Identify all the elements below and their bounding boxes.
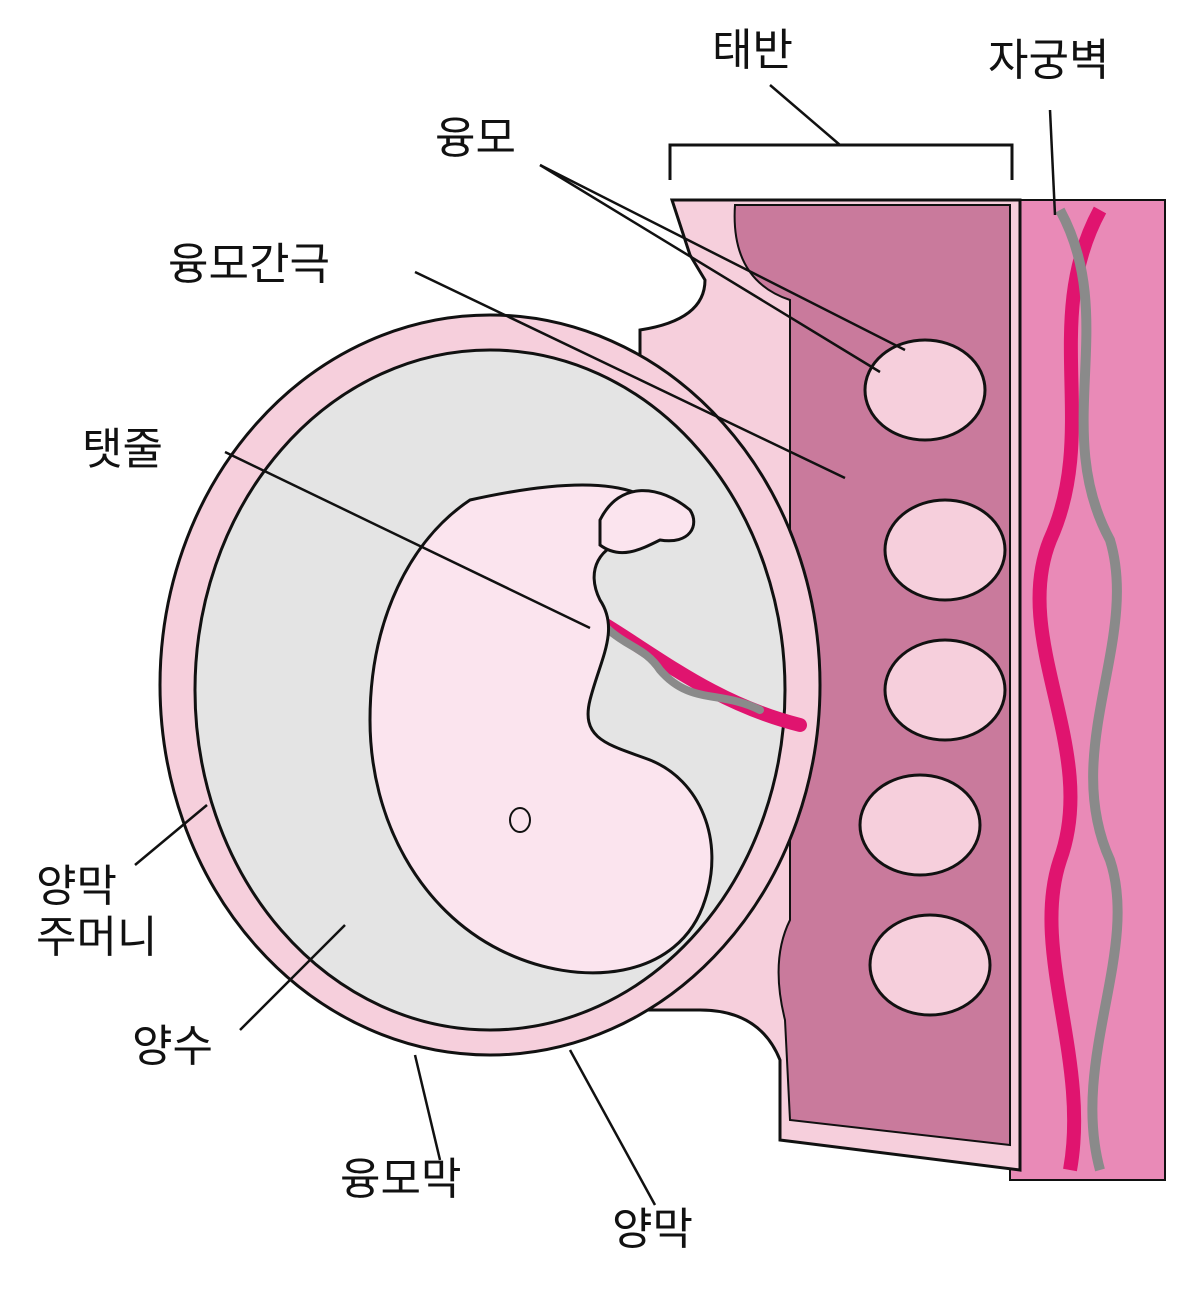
label-uterine-wall: 자궁벽 xyxy=(988,35,1110,86)
leader-chorion xyxy=(413,1054,442,1161)
maternal-vein xyxy=(1055,207,1123,1172)
label-amniotic-fluid: 양수 xyxy=(132,1021,213,1072)
leader-amniotic-fluid xyxy=(239,924,346,1031)
leader-lines xyxy=(134,84,1057,1206)
embryo-head-detail xyxy=(509,807,531,833)
maternal-artery xyxy=(1032,206,1107,1172)
label-amniotic-sac-line2: 주머니 xyxy=(36,911,158,963)
leader-amnion xyxy=(568,1049,657,1206)
leader-intervillous xyxy=(414,270,846,480)
leader-umbilical-cord xyxy=(224,450,591,630)
villus xyxy=(868,913,992,1017)
leader-villi-2 xyxy=(539,163,881,374)
label-chorionic-villi: 융모 xyxy=(435,113,516,164)
umbilical-vein xyxy=(581,596,764,714)
label-placenta: 태반 xyxy=(712,25,793,76)
label-amniotic-sac: 양막 주머니 xyxy=(36,861,158,963)
placenta-inner xyxy=(733,204,1011,1147)
label-amniotic-sac-line1: 양막 xyxy=(36,861,117,912)
label-intervillous-space: 융모간극 xyxy=(168,239,330,290)
embryo-foot xyxy=(598,489,696,555)
label-umbilical-cord: 탯줄 xyxy=(82,424,163,475)
label-chorion: 융모막 xyxy=(340,1154,462,1205)
placenta-bracket xyxy=(668,143,1014,180)
leader-amniotic-sac xyxy=(134,804,208,866)
villus xyxy=(858,773,982,877)
leader-uterine-wall xyxy=(1048,109,1057,216)
leader-placenta xyxy=(769,84,841,146)
label-amnion: 양막 xyxy=(612,1204,693,1255)
villus xyxy=(883,498,1007,602)
villus xyxy=(863,338,987,442)
leader-villi-1 xyxy=(539,163,906,352)
villus xyxy=(883,638,1007,742)
villi-group xyxy=(858,338,1007,1017)
